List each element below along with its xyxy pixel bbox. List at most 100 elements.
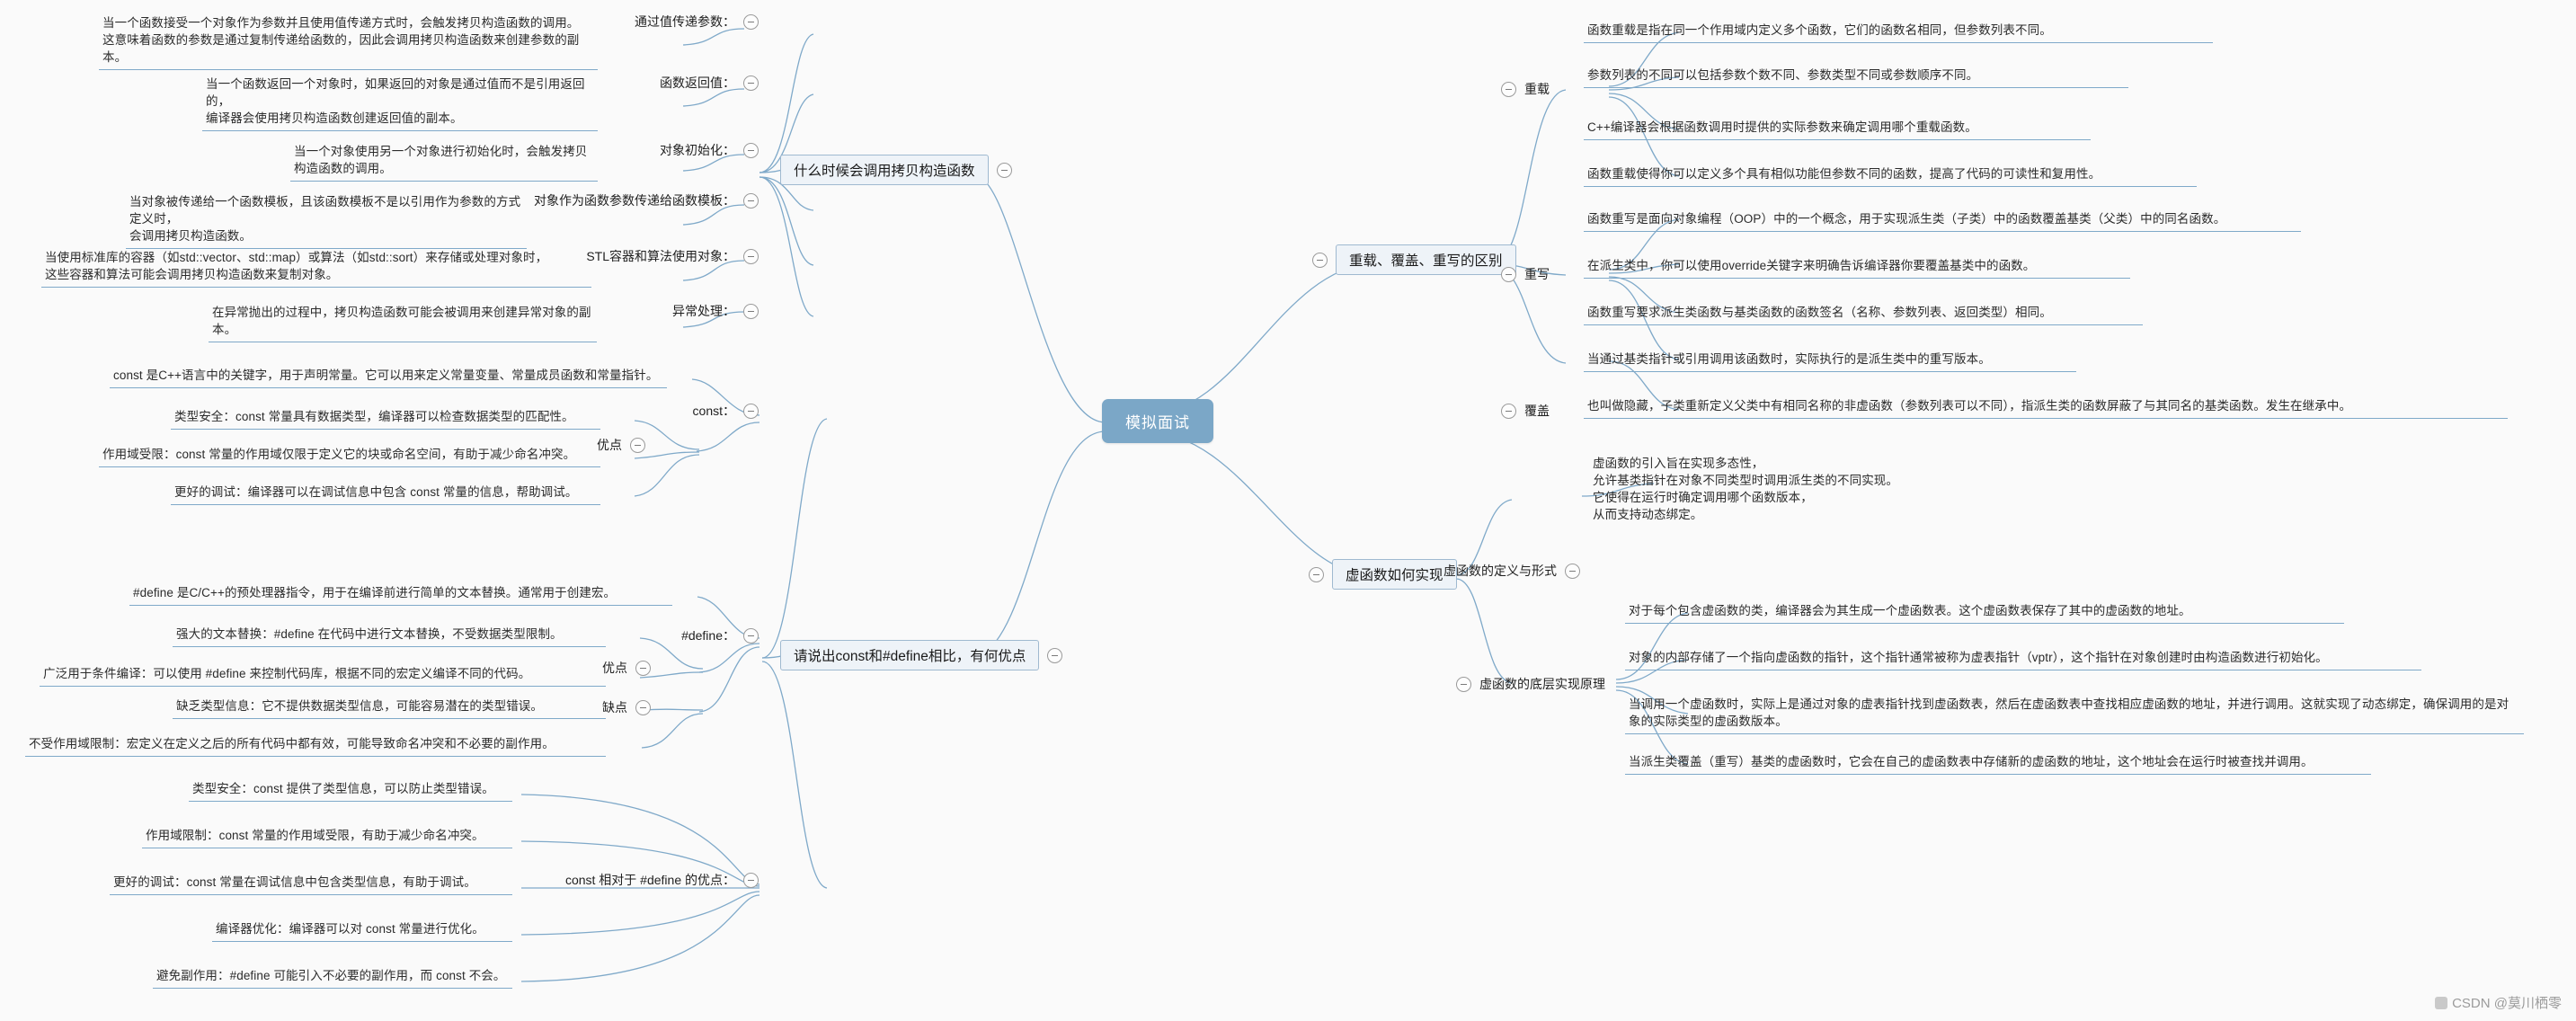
topic-copy-constructor-label[interactable]: 什么时候会调用拷贝构造函数 — [780, 155, 989, 185]
topic-virtual-function[interactable]: 虚函数如何实现 — [1309, 559, 1457, 590]
group-return-value[interactable]: 函数返回值： — [654, 75, 759, 91]
leaf-overload-4: 函数重载使得你可以定义多个具有相似功能但参数不同的函数，提高了代码的可读性和复用… — [1584, 164, 2197, 187]
leaf-function-template-1: 当对象被传递给一个函数模板，且该函数模板不是以引用作为参数的方式定义时， 会调用… — [126, 191, 527, 249]
group-const-pros[interactable]: 优点 — [582, 437, 645, 453]
leaf-exception-handling-1: 在异常抛出的过程中，拷贝构造函数可能会被调用来创建异常对象的副本。 — [209, 302, 597, 342]
collapse-minus-icon[interactable] — [1501, 81, 1516, 97]
leaf-const-pro-1: 类型安全：const 常量具有数据类型，编译器可以检查数据类型的匹配性。 — [171, 406, 600, 430]
topic-const-vs-define-label[interactable]: 请说出const和#define相比，有何优点 — [780, 640, 1040, 670]
collapse-minus-icon[interactable] — [1501, 403, 1516, 419]
topic-copy-constructor[interactable]: 什么时候会调用拷贝构造函数 — [780, 155, 1012, 185]
leaf-override-2: 在派生类中，你可以使用override关键字来明确告诉编译器你要覆盖基类中的函数… — [1584, 255, 2130, 279]
leaf-define-pro-1: 强大的文本替换：#define 在代码中进行文本替换，不受数据类型限制。 — [173, 624, 606, 647]
group-exception-handling-label: 异常处理： — [672, 304, 735, 318]
group-define-cons-label: 缺点 — [602, 700, 627, 715]
group-virtual-impl[interactable]: 虚函数的底层实现原理 — [1456, 676, 1605, 692]
collapse-minus-icon[interactable] — [635, 660, 651, 676]
group-function-template-label: 对象作为函数参数传递给函数模板： — [534, 193, 735, 208]
collapse-minus-icon[interactable] — [743, 142, 759, 158]
group-const[interactable]: const： — [683, 403, 759, 419]
group-define-cons[interactable]: 缺点 — [586, 699, 651, 715]
leaf-hide-1: 也叫做隐藏，子类重新定义父类中有相同名称的非虚函数（参数列表可以不同），指派生类… — [1584, 395, 2508, 419]
leaf-const-adv-3: 更好的调试：const 常量在调试信息中包含类型信息，有助于调试。 — [110, 872, 512, 895]
group-stl-containers-label: STL容器和算法使用对象： — [586, 249, 735, 263]
leaf-virtual-impl-3: 当调用一个虚函数时，实际上是通过对象的虚表指针找到虚函数表，然后在虚函数表中查找… — [1625, 694, 2524, 734]
leaf-override-4: 当通过基类指针或引用调用该函数时，实际执行的是派生类中的重写版本。 — [1584, 349, 2076, 372]
leaf-virtual-impl-4: 当派生类覆盖（重写）基类的虚函数时，它会在自己的虚函数表中存储新的虚函数的地址，… — [1625, 751, 2371, 775]
group-overload[interactable]: 重载 — [1501, 81, 1550, 97]
leaf-define-con-2: 不受作用域限制：宏定义在定义之后的所有代码中都有效，可能导致命名冲突和不必要的副… — [25, 733, 606, 757]
group-virtual-impl-label: 虚函数的底层实现原理 — [1479, 677, 1605, 691]
collapse-minus-icon[interactable] — [1501, 266, 1516, 282]
collapse-minus-icon[interactable] — [630, 437, 645, 453]
group-exception-handling[interactable]: 异常处理： — [672, 303, 759, 319]
group-define-pros[interactable]: 优点 — [586, 660, 651, 676]
group-return-value-label: 函数返回值： — [660, 75, 735, 90]
leaf-overload-3: C++编译器会根据函数调用时提供的实际参数来确定调用哪个重载函数。 — [1584, 117, 2091, 140]
leaf-override-1: 函数重写是面向对象编程（OOP）中的一个概念，用于实现派生类（子类）中的函数覆盖… — [1584, 209, 2301, 232]
collapse-minus-icon[interactable] — [743, 627, 759, 644]
collapse-minus-icon[interactable] — [1456, 676, 1471, 692]
collapse-minus-icon[interactable] — [635, 699, 651, 715]
group-virtual-definition[interactable]: 虚函数的定义与形式 — [1443, 563, 1580, 579]
group-hide-label: 覆盖 — [1524, 404, 1550, 418]
leaf-virtual-impl-2: 对象的内部存储了一个指向虚函数的指针，这个指针通常被称为虚表指针（vptr），这… — [1625, 647, 2421, 670]
topic-const-vs-define[interactable]: 请说出const和#define相比，有何优点 — [780, 640, 1063, 670]
leaf-stl-containers-1: 当使用标准库的容器（如std::vector、std::map）或算法（如std… — [41, 247, 591, 288]
collapse-minus-icon[interactable] — [743, 403, 759, 419]
collapse-minus-icon[interactable] — [743, 872, 759, 888]
group-overload-label: 重载 — [1524, 82, 1550, 96]
leaf-define-con-1: 缺乏类型信息：它不提供数据类型信息，可能容易潜在的类型错误。 — [173, 696, 606, 719]
leaf-const-adv-5: 避免副作用：#define 可能引入不必要的副作用，而 const 不会。 — [153, 965, 512, 989]
leaf-overload-1: 函数重载是指在同一个作用域内定义多个函数，它们的函数名相同，但参数列表不同。 — [1584, 20, 2213, 43]
leaf-const-pro-2: 作用域受限：const 常量的作用域仅限于定义它的块或命名空间，有助于减少命名冲… — [99, 444, 600, 467]
group-override[interactable]: 重写 — [1501, 266, 1550, 282]
watermark-text: CSDN @莫川栖零 — [2452, 996, 2562, 1011]
collapse-minus-icon[interactable] — [1565, 563, 1580, 579]
group-stl-containers[interactable]: STL容器和算法使用对象： — [586, 248, 759, 264]
root-node[interactable]: 模拟面试 — [1102, 399, 1213, 443]
topic-virtual-function-label[interactable]: 虚函数如何实现 — [1332, 559, 1457, 590]
topic-overload-override-hide[interactable]: 重载、覆盖、重写的区别 — [1312, 244, 1516, 275]
group-object-init-label: 对象初始化： — [660, 143, 735, 157]
leaf-virtual-definition-1: 虚函数的引入旨在实现多态性， 允许基类指针在对象不同类型时调用派生类的不同实现。… — [1593, 457, 1898, 521]
watermark: CSDN @莫川栖零 — [2435, 993, 2562, 1012]
group-define[interactable]: #define： — [680, 627, 759, 644]
group-object-init[interactable]: 对象初始化： — [660, 142, 759, 158]
leaf-const-adv-2: 作用域限制：const 常量的作用域受限，有助于减少命名冲突。 — [142, 825, 512, 848]
leaf-pass-by-value-1: 当一个函数接受一个对象作为参数并且使用值传递方式时，会触发拷贝构造函数的调用。 … — [99, 13, 598, 70]
leaf-virtual-impl-1: 对于每个包含虚函数的类，编译器会为其生成一个虚函数表。这个虚函数表保存了其中的虚… — [1625, 600, 2344, 624]
leaf-const-lead: const 是C++语言中的关键字，用于声明常量。它可以用来定义常量变量、常量成… — [110, 365, 667, 388]
group-const-label: const： — [692, 404, 735, 418]
collapse-minus-icon[interactable] — [1047, 647, 1063, 663]
leaf-return-value-1: 当一个函数返回一个对象时，如果返回的对象是通过值而不是引用返回的， 编译器会使用… — [202, 74, 598, 131]
leaf-define-lead: #define 是C/C++的预处理器指令，用于在编译前进行简单的文本替换。通常… — [129, 582, 672, 606]
leaf-override-3: 函数重写要求派生类函数与基类函数的函数签名（名称、参数列表、返回类型）相同。 — [1584, 302, 2143, 325]
group-pass-by-value[interactable]: 通过值传递参数： — [635, 13, 759, 30]
leaf-const-pro-3: 更好的调试：编译器可以在调试信息中包含 const 常量的信息，帮助调试。 — [171, 482, 600, 505]
group-function-template[interactable]: 对象作为函数参数传递给函数模板： — [534, 192, 759, 209]
topic-overload-override-hide-label[interactable]: 重载、覆盖、重写的区别 — [1336, 244, 1516, 275]
leaf-const-adv-4: 编译器优化：编译器可以对 const 常量进行优化。 — [212, 919, 512, 942]
leaf-define-pro-2: 广泛用于条件编译：可以使用 #define 来控制代码库，根据不同的宏定义编译不… — [40, 663, 606, 687]
group-define-label: #define： — [681, 628, 735, 643]
leaf-const-adv-1: 类型安全：const 提供了类型信息，可以防止类型错误。 — [189, 778, 512, 802]
collapse-minus-icon[interactable] — [743, 248, 759, 264]
group-const-advantages[interactable]: const 相对于 #define 的优点： — [529, 872, 759, 888]
collapse-minus-icon[interactable] — [1309, 566, 1324, 582]
csdn-logo-icon — [2435, 996, 2448, 1009]
collapse-minus-icon[interactable] — [743, 75, 759, 91]
collapse-minus-icon[interactable] — [743, 13, 759, 30]
group-virtual-definition-label: 虚函数的定义与形式 — [1443, 564, 1557, 578]
leaf-object-init-1: 当一个对象使用另一个对象进行初始化时，会触发拷贝构造函数的调用。 — [290, 141, 598, 182]
collapse-minus-icon[interactable] — [996, 162, 1012, 178]
collapse-minus-icon[interactable] — [743, 303, 759, 319]
group-pass-by-value-label: 通过值传递参数： — [635, 14, 735, 29]
group-const-pros-label: 优点 — [597, 438, 622, 452]
group-const-advantages-label: const 相对于 #define 的优点： — [564, 873, 735, 887]
collapse-minus-icon[interactable] — [1312, 252, 1328, 268]
collapse-minus-icon[interactable] — [743, 192, 759, 209]
group-hide[interactable]: 覆盖 — [1501, 403, 1550, 419]
group-override-label: 重写 — [1524, 267, 1550, 281]
